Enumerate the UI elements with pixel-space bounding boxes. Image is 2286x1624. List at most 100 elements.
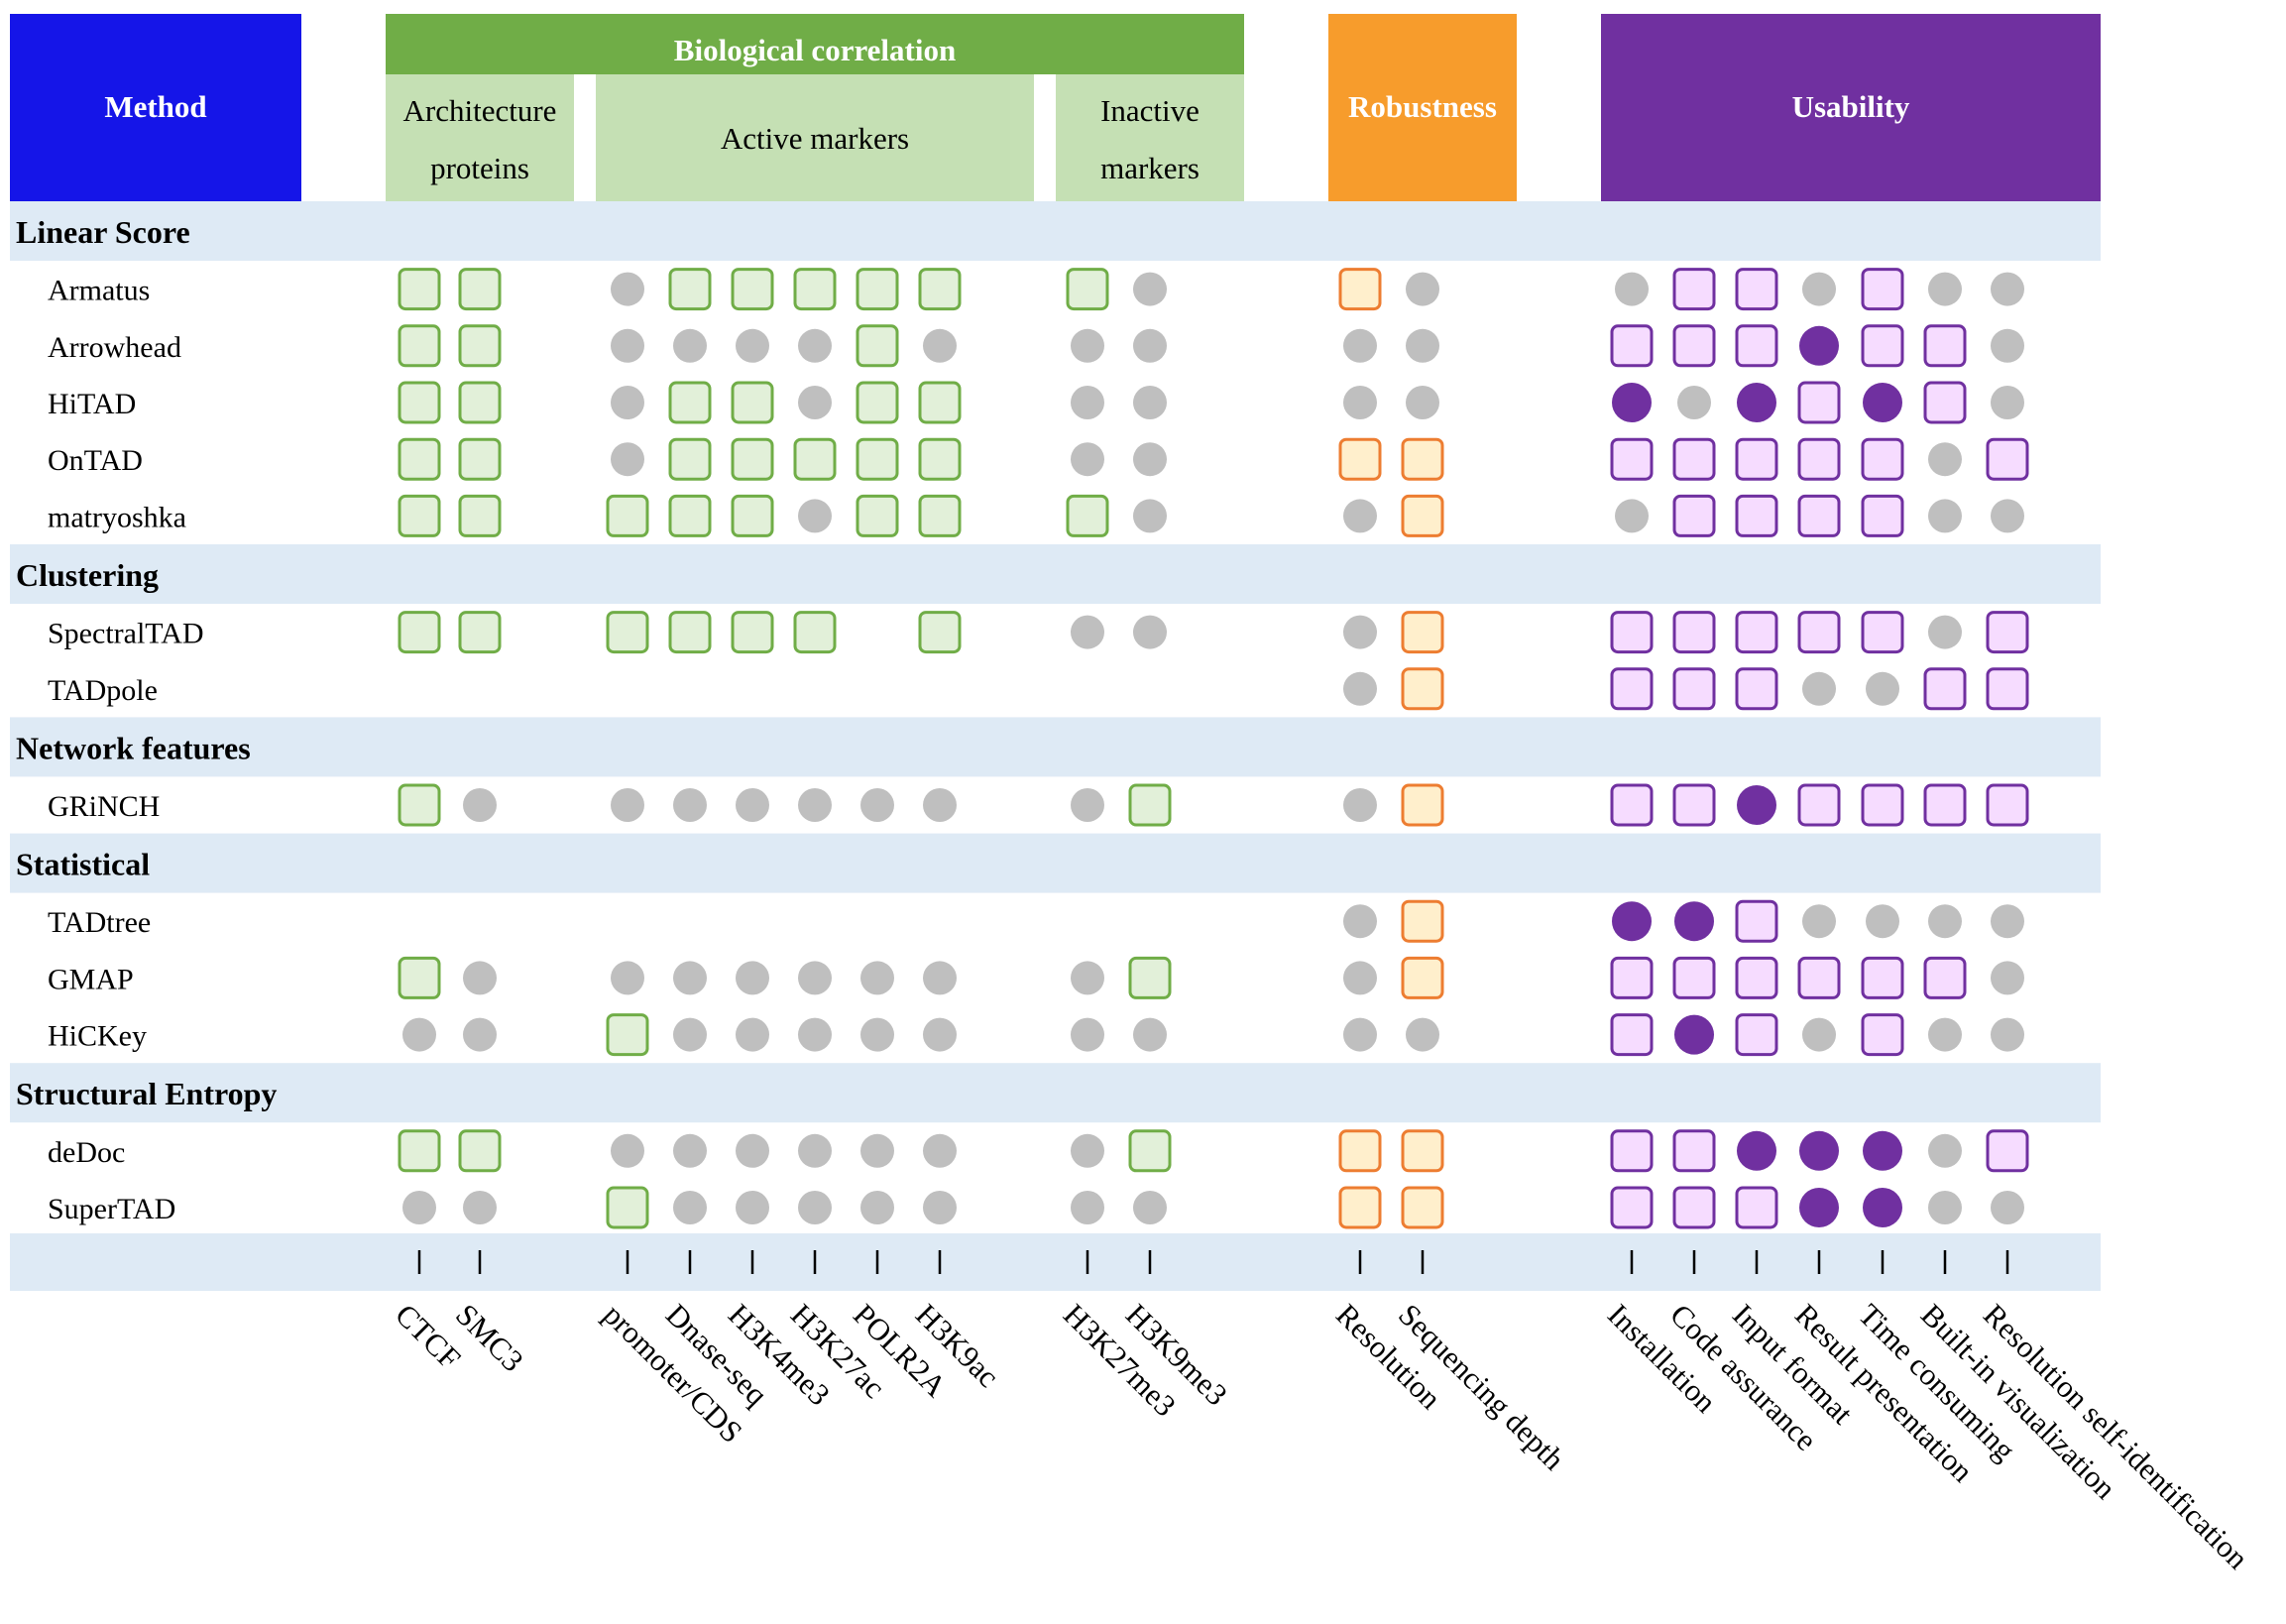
spectraltad-inactive-1-grey-dot <box>1133 615 1167 649</box>
category-band-structural-entropy <box>10 1063 2101 1123</box>
hickey-usab-6-grey-dot <box>1991 1017 2024 1052</box>
supertad-active-1-grey-dot <box>673 1191 707 1224</box>
dedoc-active-3-grey-dot <box>798 1133 832 1168</box>
method-name: HiCKey <box>48 1020 147 1053</box>
category-label-linear-score: Linear Score <box>16 214 190 250</box>
spectraltad-active-5-square <box>918 611 962 654</box>
tadtree-usab-5-grey-dot <box>1928 904 1962 939</box>
category-band-network-features <box>10 717 2101 777</box>
grinch-active-1-grey-dot <box>673 788 707 822</box>
bio-header-box <box>386 14 1244 74</box>
gmap-usab-0-square <box>1610 956 1654 999</box>
armatus-active-3-square <box>793 268 837 311</box>
dedoc-inactive-0-grey-dot <box>1071 1133 1104 1168</box>
hickey-usab-1-filled-dot <box>1674 1014 1714 1055</box>
grinch-usab-5-square <box>1923 783 1967 827</box>
tadpole-usab-5-square <box>1923 667 1967 711</box>
matryoshka-active-2-square <box>731 494 774 537</box>
matryoshka-usab-3-square <box>1797 494 1841 537</box>
arrowhead-inactive-1-grey-dot <box>1133 328 1167 363</box>
method-name: Arrowhead <box>48 331 181 364</box>
ontad-robust-0-square <box>1338 437 1382 481</box>
supertad-arch-0-grey-dot <box>402 1191 436 1224</box>
method-row-arrowhead: Arrowhead <box>48 324 2024 368</box>
armatus-inactive-0-square <box>1066 268 1109 311</box>
arrowhead-active-0-grey-dot <box>611 328 644 363</box>
spectraltad-usab-2-square <box>1735 611 1778 654</box>
inactive-subheader-label-line1: Inactive <box>1100 93 1200 128</box>
arch-subheader-label-line2: proteins <box>430 151 529 185</box>
hickey-active-4-grey-dot <box>860 1017 894 1052</box>
usability-header-label: Usability <box>1792 89 1910 124</box>
method-row-hitad: HiTAD <box>48 381 2024 424</box>
armatus-arch-0-square <box>398 268 441 311</box>
hitad-inactive-0-grey-dot <box>1071 386 1104 419</box>
ontad-arch-0-square <box>398 437 441 481</box>
hitad-usab-0-filled-dot <box>1612 383 1652 422</box>
tadtree-robust-1-square <box>1401 899 1444 943</box>
ontad-usab-6-square <box>1986 437 2029 481</box>
method-header-box <box>10 14 301 201</box>
spectraltad-active-3-square <box>793 611 837 654</box>
category-band-linear-score <box>10 201 2101 261</box>
arrowhead-robust-1-grey-dot <box>1406 328 1439 363</box>
hitad-active-5-square <box>918 381 962 424</box>
supertad-active-5-grey-dot <box>923 1191 957 1224</box>
gmap-active-1-grey-dot <box>673 961 707 995</box>
tadtree-usab-0-filled-dot <box>1612 901 1652 942</box>
robustness-header-label: Robustness <box>1348 89 1497 124</box>
inactive-subheader-label-line2: markers <box>1100 151 1200 185</box>
dedoc-arch-0-square <box>398 1129 441 1173</box>
dedoc-usab-2-filled-dot <box>1737 1130 1776 1171</box>
armatus-usab-6-grey-dot <box>1991 272 2024 306</box>
spectraltad-usab-1-square <box>1672 611 1716 654</box>
method-name: SpectralTAD <box>48 618 204 650</box>
dedoc-active-2-grey-dot <box>736 1133 769 1168</box>
armatus-usab-5-grey-dot <box>1928 272 1962 306</box>
dedoc-inactive-1-square <box>1128 1129 1172 1173</box>
ontad-active-1-square <box>668 437 712 481</box>
spectraltad-robust-1-square <box>1401 611 1444 654</box>
dedoc-usab-6-square <box>1986 1129 2029 1173</box>
method-row-grinch: GRiNCH <box>48 783 2029 827</box>
grinch-arch-1-grey-dot <box>463 788 497 822</box>
tadtree-usab-4-grey-dot <box>1866 904 1899 939</box>
matryoshka-usab-5-grey-dot <box>1928 499 1962 533</box>
spectraltad-usab-0-square <box>1610 611 1654 654</box>
arrowhead-robust-0-grey-dot <box>1343 328 1377 363</box>
grinch-active-3-grey-dot <box>798 788 832 822</box>
matryoshka-usab-0-grey-dot <box>1615 499 1649 533</box>
category-label-structural-entropy: Structural Entropy <box>16 1076 277 1111</box>
hitad-arch-0-square <box>398 381 441 424</box>
tadpole-usab-2-square <box>1735 667 1778 711</box>
armatus-active-5-square <box>918 268 962 311</box>
method-name: deDoc <box>48 1136 125 1169</box>
matryoshka-active-3-grey-dot <box>798 499 832 533</box>
grinch-active-0-grey-dot <box>611 788 644 822</box>
spectraltad-arch-0-square <box>398 611 441 654</box>
grinch-active-4-grey-dot <box>860 788 894 822</box>
method-row-gmap: GMAP <box>48 956 2024 999</box>
hickey-arch-1-grey-dot <box>463 1017 497 1052</box>
gmap-active-5-grey-dot <box>923 961 957 995</box>
grinch-usab-0-square <box>1610 783 1654 827</box>
method-name: SuperTAD <box>48 1193 175 1225</box>
gmap-usab-6-grey-dot <box>1991 961 2024 995</box>
dedoc-usab-3-filled-dot <box>1799 1130 1839 1171</box>
active-subheader-box <box>596 74 1034 201</box>
tadtree-usab-6-grey-dot <box>1991 904 2024 939</box>
matryoshka-active-0-square <box>606 494 649 537</box>
arrowhead-active-1-grey-dot <box>673 328 707 363</box>
hitad-robust-0-grey-dot <box>1343 386 1377 419</box>
method-row-supertad: SuperTAD <box>48 1186 2024 1229</box>
dedoc-usab-5-grey-dot <box>1928 1133 1962 1168</box>
method-name: GMAP <box>48 963 134 995</box>
tadpole-robust-1-square <box>1401 667 1444 711</box>
supertad-usab-1-square <box>1672 1186 1716 1229</box>
supertad-usab-5-grey-dot <box>1928 1191 1962 1224</box>
category-label-clustering: Clustering <box>16 557 159 593</box>
hitad-arch-1-square <box>458 381 502 424</box>
method-name: matryoshka <box>48 501 186 533</box>
armatus-usab-2-square <box>1735 268 1778 311</box>
